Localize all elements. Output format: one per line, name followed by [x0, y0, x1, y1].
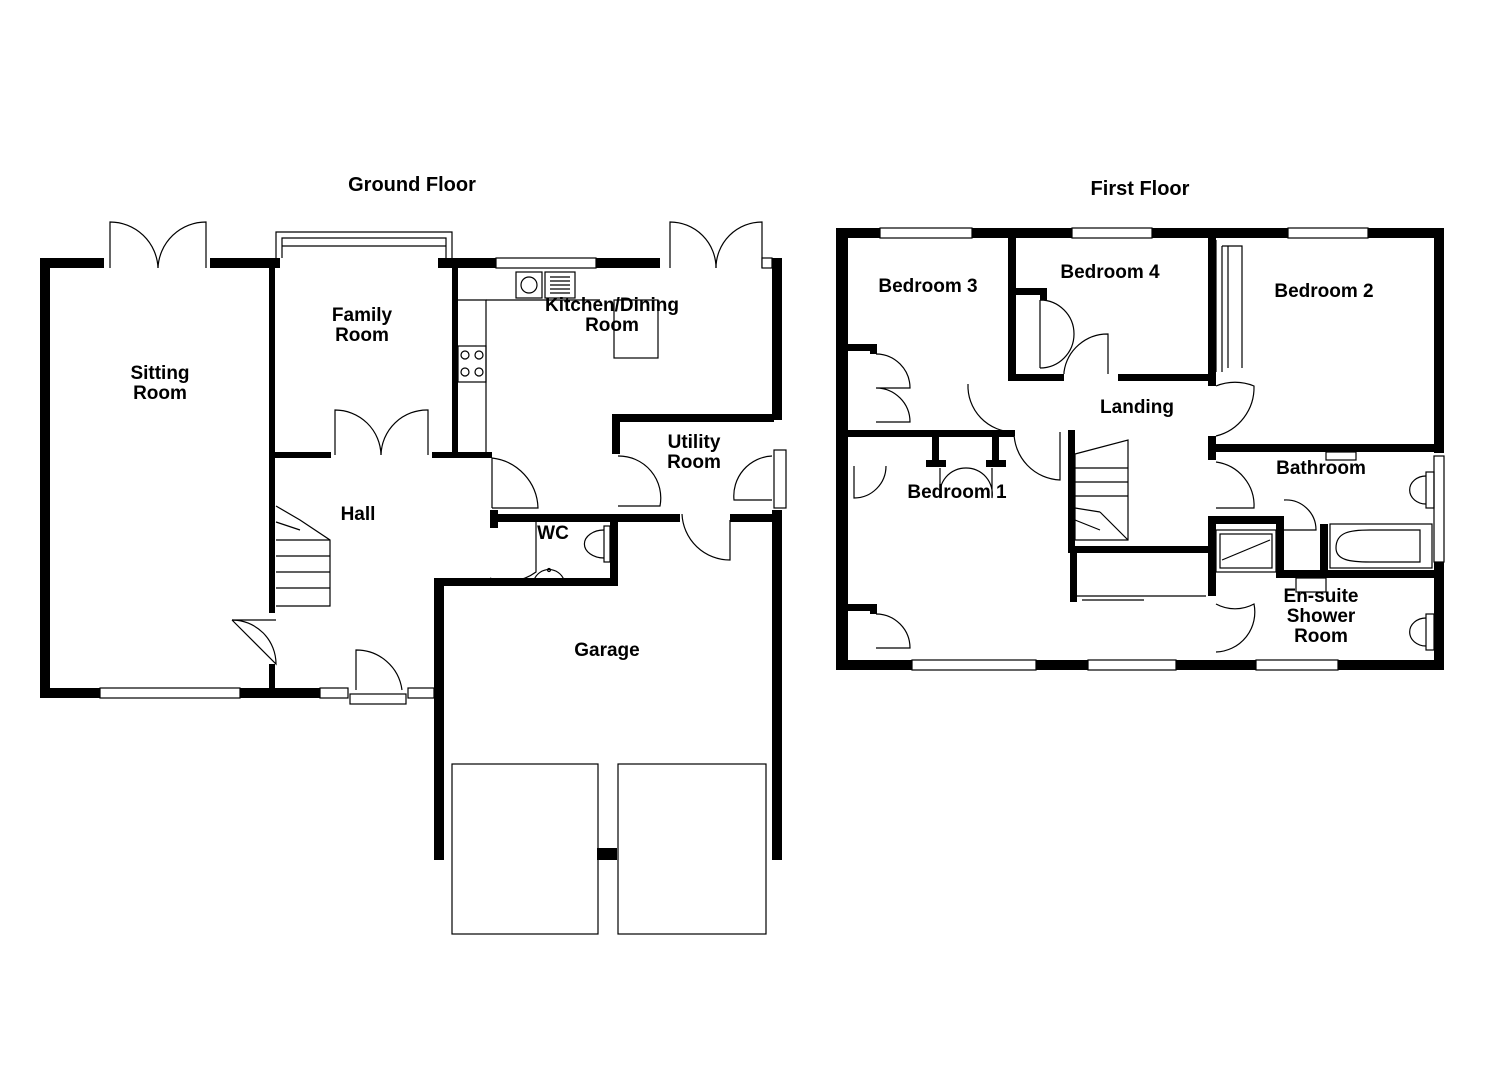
utility-room-label-1: Utility	[668, 432, 721, 453]
ensuite-label-2: Shower	[1287, 606, 1356, 627]
sitting-room-label-1: Sitting	[130, 363, 189, 384]
ensuite-label-1: En-suite	[1284, 586, 1359, 607]
bathroom-label: Bathroom	[1276, 458, 1366, 479]
kitchen-dining-label-1: Kitchen/Dining	[545, 295, 679, 316]
first-floor-labels: Bedroom 3 Bedroom 4 Bedroom 2 Landing Be…	[878, 262, 1373, 647]
ground-floor-walls	[40, 258, 782, 860]
bedroom-4-label: Bedroom 4	[1060, 262, 1160, 283]
family-room-label-1: Family	[332, 305, 393, 326]
garage-label: Garage	[574, 640, 639, 661]
ensuite-label-3: Room	[1294, 626, 1348, 647]
first-floor-title: First Floor	[1091, 178, 1190, 200]
bedroom-2-label: Bedroom 2	[1274, 281, 1373, 302]
ground-floor-labels: Sitting Room Family Room Kitchen/Dining …	[130, 295, 720, 661]
kitchen-dining-label-2: Room	[585, 315, 639, 336]
first-floor-fixtures	[853, 227, 1445, 671]
sitting-room-label-2: Room	[133, 383, 187, 404]
bedroom-1-label: Bedroom 1	[907, 482, 1007, 503]
utility-room-label-2: Room	[667, 452, 721, 473]
bedroom-3-label: Bedroom 3	[878, 276, 977, 297]
ground-floor-title: Ground Floor	[348, 174, 476, 196]
wc-label: WC	[537, 523, 569, 544]
landing-label: Landing	[1100, 397, 1174, 418]
family-room-label-2: Room	[335, 325, 389, 346]
ground-floor-fixtures	[99, 221, 787, 935]
hall-label: Hall	[341, 504, 376, 525]
